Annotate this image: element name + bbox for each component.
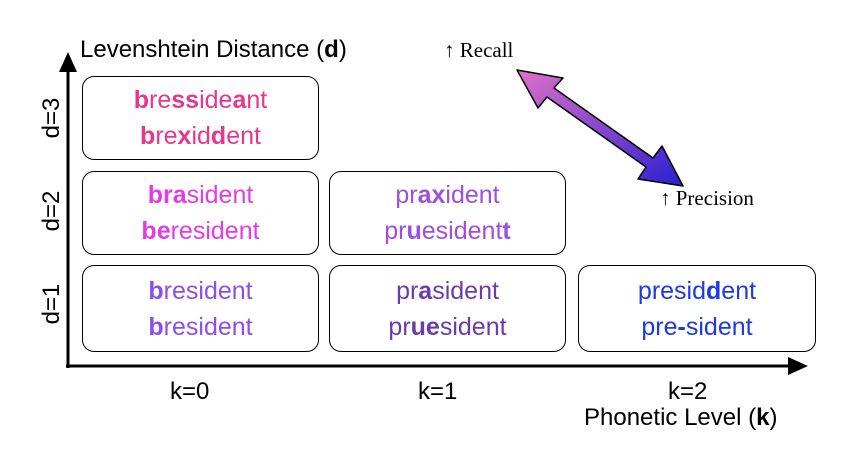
spelling-variant: bresident: [148, 309, 252, 345]
spelling-variant: beresident: [141, 213, 259, 249]
row-label-d3: d=3: [38, 97, 65, 139]
row-label-d2: d=2: [38, 190, 65, 232]
spelling-variant: prasident: [396, 273, 499, 309]
y-axis-title: Levenshtein Distance (d): [80, 36, 347, 64]
edited-characters: d: [706, 276, 722, 305]
edited-characters: a: [418, 276, 433, 305]
spelling-variant: pruesident: [388, 309, 506, 345]
unchanged-characters: sident: [186, 181, 254, 209]
edited-characters: b: [148, 276, 164, 305]
row-label-d1: d=1: [38, 283, 65, 325]
recall-precision-arrow: [516, 69, 684, 187]
unchanged-characters: sident: [432, 276, 499, 305]
spelling-variant: presiddent: [638, 273, 756, 309]
unchanged-characters: ident: [445, 181, 500, 209]
y-axis-title-text: Levenshtein Distance (: [80, 36, 325, 63]
x-axis-title-text: Phonetic Level (: [584, 404, 757, 431]
unchanged-characters: re: [149, 86, 172, 114]
edited-characters: b: [148, 312, 164, 341]
unchanged-characters: nt: [246, 86, 268, 114]
spelling-variant: bresident: [148, 273, 252, 309]
col-label-k1: k=1: [418, 378, 458, 405]
edited-characters: x: [177, 122, 192, 150]
edited-characters: t: [502, 217, 511, 245]
unchanged-characters: ent: [721, 276, 757, 305]
y-axis-close-paren: ): [338, 36, 347, 63]
x-axis-title: Phonetic Level (k): [584, 404, 777, 432]
col-label-k0: k=0: [170, 378, 210, 405]
unchanged-characters: pre: [641, 312, 678, 341]
x-axis-close-paren: ): [769, 404, 778, 431]
unchanged-characters: pr: [396, 276, 419, 305]
unchanged-characters: ide: [199, 86, 233, 114]
y-axis-arrowhead: [59, 52, 77, 72]
edited-characters: ax: [417, 181, 446, 209]
edited-characters: be: [141, 217, 171, 245]
spelling-variant: bressideant: [134, 82, 267, 118]
edited-characters: bra: [147, 181, 187, 209]
edited-characters: b: [140, 122, 156, 150]
unchanged-characters: sident: [439, 312, 507, 341]
edited-characters: u: [406, 217, 422, 245]
spelling-variant: brexiddent: [140, 118, 261, 154]
unchanged-characters: ent: [226, 122, 261, 150]
x-axis-arrowhead: [788, 357, 808, 375]
edited-characters: ue: [410, 312, 440, 341]
spelling-variant: pruesidentt: [384, 213, 510, 249]
y-axis-variable: d: [324, 36, 339, 63]
spelling-variant: brasident: [148, 177, 254, 213]
unchanged-characters: presid: [637, 276, 707, 305]
spelling-variant: pre-sident: [641, 309, 752, 345]
unchanged-characters: esident: [421, 217, 503, 245]
unchanged-characters: re: [155, 122, 178, 150]
unchanged-characters: id: [191, 122, 211, 150]
unchanged-characters: sident: [685, 312, 753, 341]
edited-characters: -: [677, 312, 686, 341]
unchanged-characters: resident: [170, 217, 260, 245]
recall-label: ↑ Recall: [444, 38, 514, 62]
edited-characters: d: [210, 122, 227, 150]
unchanged-characters: pr: [395, 181, 418, 209]
spelling-variant: praxident: [395, 177, 499, 213]
unchanged-characters: resident: [163, 312, 253, 341]
unchanged-characters: pr: [384, 217, 407, 245]
unchanged-characters: pr: [388, 312, 411, 341]
unchanged-characters: resident: [163, 276, 253, 305]
col-label-k2: k=2: [668, 378, 708, 405]
x-axis-variable: k: [756, 404, 770, 431]
edited-characters: b: [133, 86, 150, 114]
edited-characters: ss: [171, 86, 200, 114]
precision-label: ↑ Precision: [660, 186, 754, 210]
edited-characters: a: [232, 86, 247, 114]
